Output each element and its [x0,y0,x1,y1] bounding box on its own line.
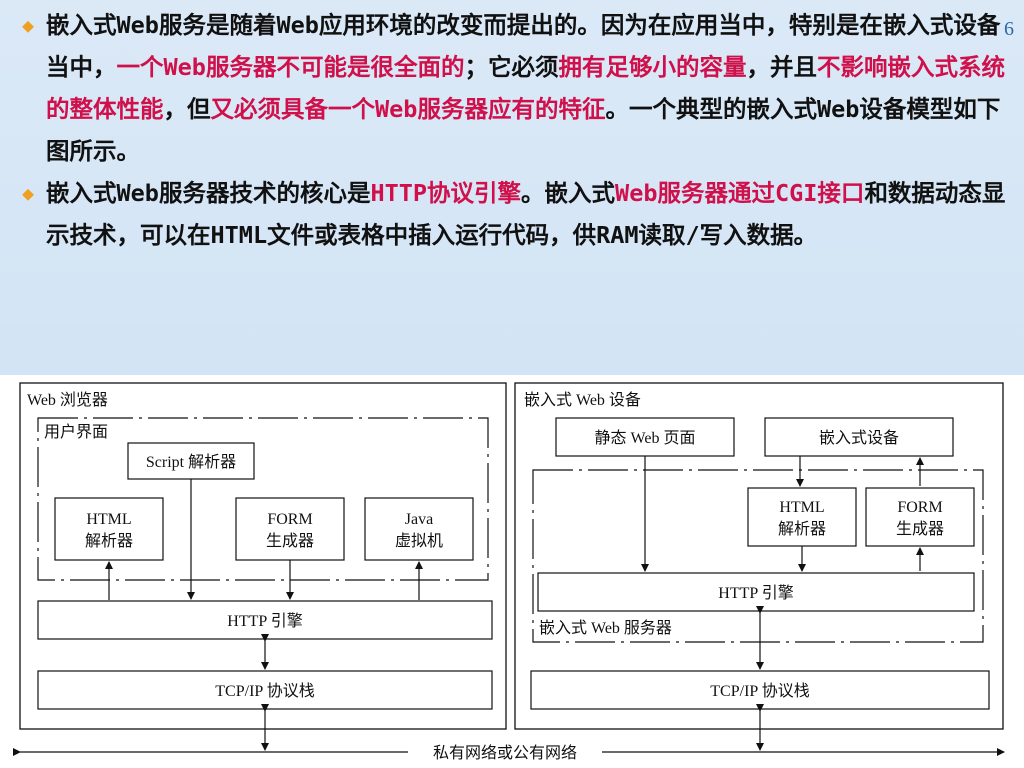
bullet-text-2: 嵌入式Web服务器技术的核心是HTTP协议引擎。嵌入式Web服务器通过CGI接口… [46,172,1010,256]
static-page-box [555,417,735,457]
embedded-server-label: 嵌入式 Web 服务器 [539,619,672,637]
embedded-device-title: 嵌入式 Web 设备 [524,391,641,409]
embedded-device-box [764,417,954,457]
form-generator-label-r2: 生成器 [896,520,944,538]
tcpip-label-left: TCP/IP 协议栈 [215,682,314,700]
html-parser-label-2: 解析器 [85,532,133,550]
diamond-bullet-icon: ◆ [21,13,35,37]
form-generator-label-2: 生成器 [266,532,314,550]
script-parser-label: Script 解析器 [146,453,236,471]
java-vm-box [364,497,474,561]
highlight-segment: 不影响嵌入式系统的整体性能 [46,53,1005,123]
web-browser-title: Web 浏览器 [27,391,108,409]
highlight-segment: 又必须具备一个Web服务器应有的特征 [210,95,606,123]
http-engine-box-left [37,600,493,640]
text-segment: ，并且 [746,53,817,81]
html-parser-label-r1: HTML [779,499,824,516]
highlight-segment: 一个Web服务器不可能是很全面的 [116,53,465,81]
form-generator-label-1: FORM [267,511,312,528]
form-generator-box-right [865,487,975,547]
http-engine-label-right: HTTP 引擎 [718,584,793,602]
text-segment: 嵌入式Web服务器技术的核心是 [46,179,371,207]
bullet-list: ◆ 嵌入式Web服务是随着Web应用环境的改变而提出的。因为在应用当中，特别是在… [10,4,1010,256]
diamond-bullet-icon: ◆ [21,181,35,205]
user-interface-group [37,417,489,581]
bullet-item-1: ◆ 嵌入式Web服务是随着Web应用环境的改变而提出的。因为在应用当中，特别是在… [10,4,1010,172]
text-segment: 和数据动态显示技术，可以在HTML文件或表格中插入运行代码，供RAM读取/写入数… [46,179,1006,249]
html-parser-box-left [54,497,164,561]
form-generator-box-left [235,497,345,561]
page-number: 6 [1004,18,1014,40]
text-segment: 。嵌入式 [521,179,616,207]
static-page-label: 静态 Web 页面 [595,429,696,447]
http-engine-box-right [537,572,975,612]
tcpip-box-right [530,670,990,710]
tcpip-label-right: TCP/IP 协议栈 [710,682,809,700]
embedded-device-label: 嵌入式设备 [819,429,899,447]
text-segment: 嵌入式Web服务是随着Web应用环境的改变而提出的。因为在应用当中，特别是在嵌入… [46,11,1001,81]
java-vm-label-2: 虚拟机 [395,532,443,550]
highlight-segment: Web服务器通过CGI接口 [615,179,865,207]
tcpip-box-left [37,670,493,710]
text-segment: ；它必须 [464,53,559,81]
web-browser-panel: Web 浏览器 用户界面 Script 解析器 HTML 解析器 FORM 生成… [19,382,507,751]
html-parser-box-right [747,487,857,547]
html-parser-label-1: HTML [86,511,131,528]
highlight-segment: 拥有足够小的容量 [558,53,747,81]
java-vm-label-1: Java [405,511,433,528]
http-engine-label-left: HTTP 引擎 [227,612,302,630]
text-segment: ，但 [163,95,211,123]
architecture-diagram: Web 浏览器 用户界面 Script 解析器 HTML 解析器 FORM 生成… [0,375,1024,768]
network-label: 私有网络或公有网络 [433,743,577,762]
embedded-web-device-panel: 嵌入式 Web 设备 静态 Web 页面 嵌入式设备 嵌入式 Web 服务器 H… [514,382,1004,751]
html-parser-label-r2: 解析器 [778,520,826,538]
user-interface-label: 用户界面 [44,423,108,441]
form-generator-label-r1: FORM [897,499,942,516]
bullet-text-1: 嵌入式Web服务是随着Web应用环境的改变而提出的。因为在应用当中，特别是在嵌入… [46,4,1010,172]
highlight-segment: HTTP协议引擎 [370,179,522,207]
script-parser-box [127,442,255,480]
text-segment: 。一个典型的嵌入式Web设备模型如下图所示。 [46,95,1001,165]
bullet-item-2: ◆ 嵌入式Web服务器技术的核心是HTTP协议引擎。嵌入式Web服务器通过CGI… [10,172,1010,256]
network-line: 私有网络或公有网络 [13,743,1005,762]
